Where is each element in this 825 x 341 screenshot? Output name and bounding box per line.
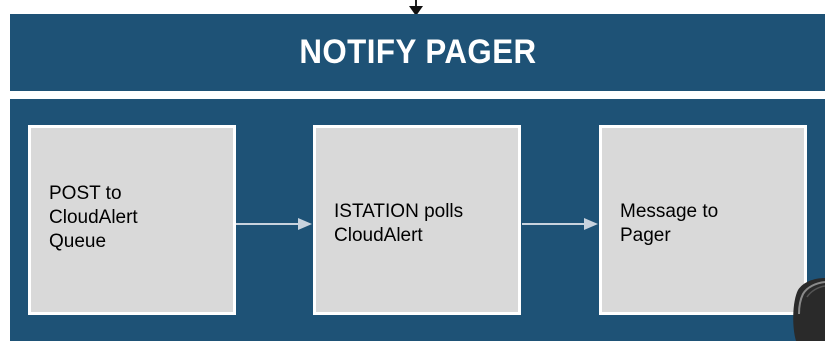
arrow-right-icon	[522, 218, 598, 230]
step-label: ISTATION polls CloudAlert	[334, 201, 464, 246]
header-title: NOTIFY PAGER	[298, 33, 537, 71]
notify-pager-header: NOTIFY PAGER	[10, 14, 825, 91]
step-istation-polls: ISTATION polls CloudAlert	[313, 125, 521, 315]
flow-panel: POST to CloudAlert Queue ISTATION polls …	[10, 99, 825, 341]
step-post-to-queue: POST to CloudAlert Queue	[28, 125, 236, 315]
pager-device-icon	[793, 278, 825, 341]
step-label: POST to CloudAlert Queue	[49, 183, 138, 252]
incoming-arrow-icon	[409, 0, 423, 16]
arrow-right-icon	[236, 218, 312, 230]
step-label: Message to Pager	[620, 201, 719, 246]
step-message-to-pager: Message to Pager	[599, 125, 807, 315]
